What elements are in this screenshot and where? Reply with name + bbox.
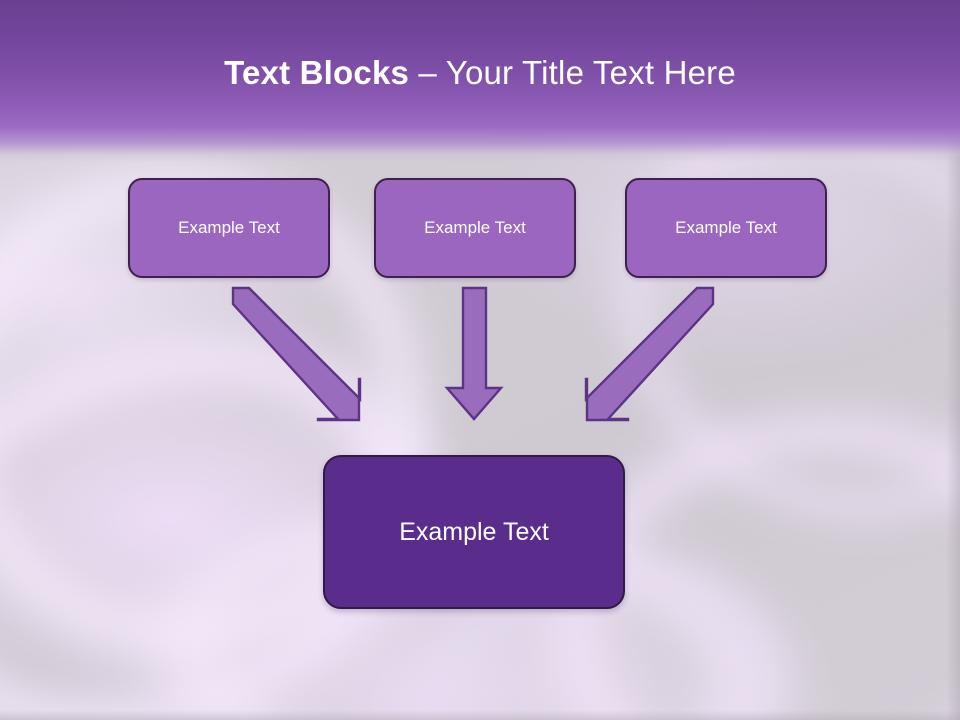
text-block-3[interactable]: Example Text <box>625 178 827 278</box>
text-block-2-label: Example Text <box>424 218 526 237</box>
text-block-1[interactable]: Example Text <box>128 178 330 278</box>
page-title: Text Blocks – Your Title Text Here <box>0 52 960 94</box>
text-block-2[interactable]: Example Text <box>374 178 576 278</box>
background-edge-shade-bottom <box>0 710 960 720</box>
text-block-1-label: Example Text <box>178 218 280 237</box>
title-banner <box>0 0 960 162</box>
text-block-3-label: Example Text <box>675 218 777 237</box>
text-block-result-label: Example Text <box>399 517 549 546</box>
page-title-separator: – <box>409 54 446 91</box>
page-title-regular: Your Title Text Here <box>445 54 736 91</box>
background-edge-shade-right <box>946 0 960 720</box>
text-block-result[interactable]: Example Text <box>323 455 625 609</box>
page-title-bold: Text Blocks <box>224 54 410 91</box>
